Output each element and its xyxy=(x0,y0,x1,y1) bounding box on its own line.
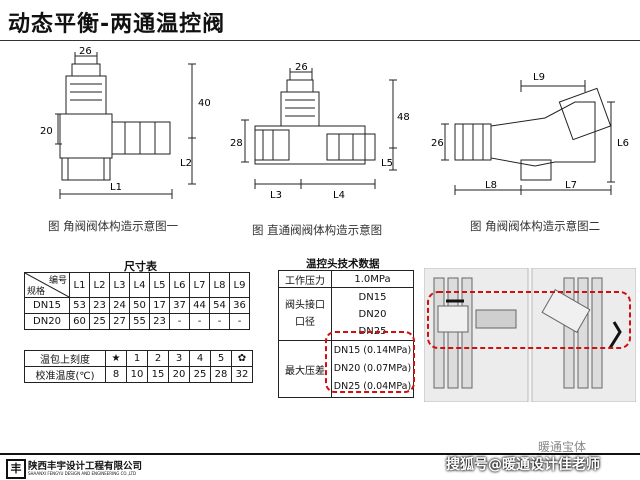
tech-table-title: 温控头技术数据 xyxy=(306,258,380,270)
company-name: 陕西丰宇设计工程有限公司 xyxy=(28,461,143,472)
max-pressure-highlight xyxy=(325,331,415,393)
fig2-dim-right: 48 xyxy=(397,112,410,123)
fig1-dim-top: 26 xyxy=(79,46,92,57)
fig2-dim-left: 28 xyxy=(230,138,243,149)
table-row: DN15 53 23 24 50 17 37 44 54 36 xyxy=(24,297,250,314)
fig2-caption: 图 直通阀阀体构造示意图 xyxy=(252,223,383,237)
fig3-dim-l7: L7 xyxy=(565,180,577,191)
dims-header: L9 xyxy=(229,272,250,298)
fig3-dim-l8: L8 xyxy=(485,180,497,191)
fig3-caption: 图 角阀阀体构造示意图二 xyxy=(470,219,601,233)
fig2-dim-l3: L3 xyxy=(270,190,282,201)
table-row: 温包上刻度 ★ 1 2 3 4 5 ✿ xyxy=(24,350,253,367)
temperature-table: 温包上刻度 ★ 1 2 3 4 5 ✿ 校准温度(℃) 8 10 15 20 2… xyxy=(24,350,253,383)
angle-valve-drawing-1: 26 20 40 L2 L1 xyxy=(40,46,211,199)
dims-header: L7 xyxy=(189,272,210,298)
page-title: 动态平衡-两通温控阀 xyxy=(8,12,226,37)
installation-photo xyxy=(424,268,636,402)
dims-header: L1 xyxy=(69,272,90,298)
fig1-dim-left: 20 xyxy=(40,126,53,137)
dims-corner: 编号 规格 xyxy=(24,272,70,298)
watermark-main: 搜狐号@暖通设计佳老师 xyxy=(446,457,600,473)
fig3-dim-l9: L9 xyxy=(533,72,545,83)
fig1-dim-l2: L2 xyxy=(180,158,192,169)
dims-header: L6 xyxy=(169,272,190,298)
fig2-dim-l4: L4 xyxy=(333,190,345,201)
dims-header: L4 xyxy=(129,272,150,298)
table-row: DN20 60 25 27 55 23 - - - - xyxy=(24,313,250,330)
dims-header: L2 xyxy=(89,272,110,298)
table-row: 最大压差 DN15 (0.14MPa) DN20 (0.07MPa) DN25 … xyxy=(278,340,414,398)
table-row: 校准温度(℃) 8 10 15 20 25 28 32 xyxy=(24,366,253,383)
straight-valve-drawing: 26 28 48 L5 L3 L4 xyxy=(230,62,410,201)
dims-header: L3 xyxy=(109,272,130,298)
fig1-dim-right: 40 xyxy=(198,98,211,109)
table-row: 工作压力 1.0MPa xyxy=(278,270,414,288)
watermark-small: 暖通宝体 xyxy=(538,440,587,454)
tech-table: 工作压力 1.0MPa 阀头接口口径 DN15 DN20 DN25 最大压差 D… xyxy=(278,270,414,398)
fig1-dim-l1: L1 xyxy=(110,182,122,193)
star-icon: ★ xyxy=(105,350,127,367)
fig3-dim-left: 26 xyxy=(431,138,444,149)
dims-header: L5 xyxy=(149,272,170,298)
angle-valve-drawing-2: L9 26 L6 L8 L7 xyxy=(431,72,629,195)
sun-icon: ✿ xyxy=(231,350,253,367)
fig3-dim-l6: L6 xyxy=(617,138,629,149)
dims-table: 编号 规格 L1 L2 L3 L4 L5 L6 L7 L8 L9 DN15 53… xyxy=(24,272,250,330)
fig2-dim-top: 26 xyxy=(295,62,308,73)
company-name-en: SHAANXI FENGYU DESIGN AND ENGINEERING CO… xyxy=(28,471,137,476)
dims-header: L8 xyxy=(209,272,230,298)
fig2-dim-l5: L5 xyxy=(381,158,393,169)
footer-divider xyxy=(0,453,640,455)
dims-table-title: 尺寸表 xyxy=(124,260,157,273)
title-divider xyxy=(0,40,640,41)
fig1-caption: 图 角阀阀体构造示意图一 xyxy=(48,219,179,233)
company-logo: 丰 xyxy=(6,459,26,479)
